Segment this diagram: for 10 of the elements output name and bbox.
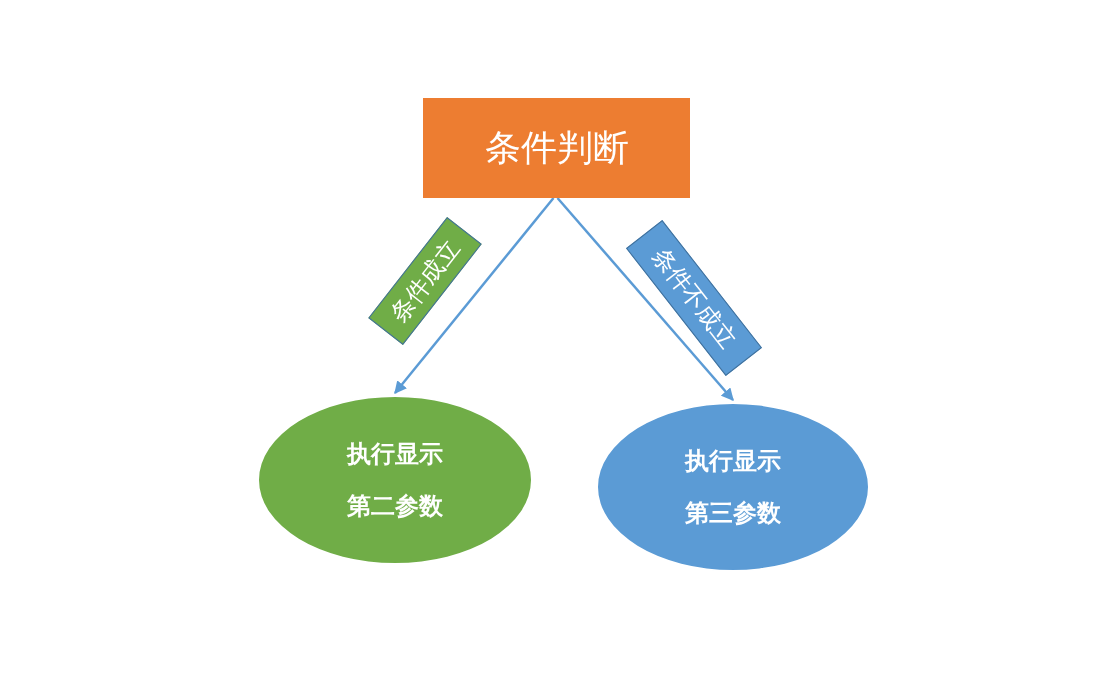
edge-label: 条件不成立 (626, 220, 762, 376)
condition-box (423, 98, 690, 198)
node-text: 执行显示 (685, 446, 781, 477)
node-text: 条件判断 (484, 126, 629, 170)
node-text: 第二参数 (347, 491, 443, 522)
node-text: 执行显示 (347, 439, 443, 470)
node-text: 第三参数 (685, 498, 781, 529)
arrow (394, 197, 555, 394)
edge-label: 条件成立 (368, 217, 482, 345)
arrow (556, 197, 734, 401)
